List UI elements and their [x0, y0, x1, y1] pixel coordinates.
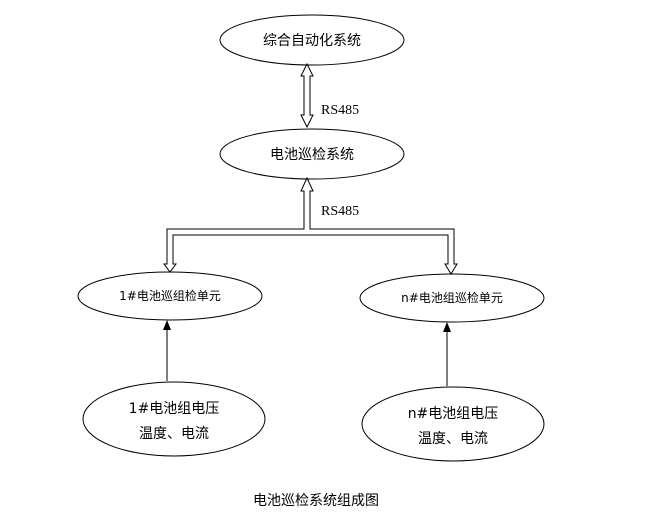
sensor-1-label-line2: 温度、电流	[139, 426, 209, 442]
upper-bidirectional-arrow	[300, 62, 314, 129]
sensor-1-node	[82, 381, 266, 457]
integrated-system-label: 综合自动化系统	[263, 33, 361, 49]
diagram-caption: 电池巡检系统组成图	[253, 493, 379, 509]
integrated-system-node	[219, 14, 405, 66]
unit-n-node	[359, 273, 545, 323]
battery-inspection-system-node	[219, 128, 405, 180]
unit-1-label: 1#电池巡组检单元	[119, 288, 221, 303]
sensor-n-label-line1: n#电池组电压	[408, 406, 499, 422]
battery-inspection-system-label: 电池巡检系统	[270, 147, 354, 163]
sensor-n-arrowhead	[443, 322, 451, 332]
sensor-1-label-line1: 1#电池组电压	[129, 401, 220, 417]
sensor-1-arrowhead	[163, 320, 171, 330]
lower-protocol-label: RS485	[321, 204, 359, 219]
unit-n-label: n#电池组巡检单元	[401, 290, 503, 305]
bus-hollow-arrow	[163, 176, 458, 275]
unit-1-node	[77, 271, 263, 321]
sensor-n-node	[361, 386, 545, 462]
upper-protocol-label: RS485	[321, 103, 359, 118]
sensor-n-label-line2: 温度、电流	[418, 431, 488, 447]
